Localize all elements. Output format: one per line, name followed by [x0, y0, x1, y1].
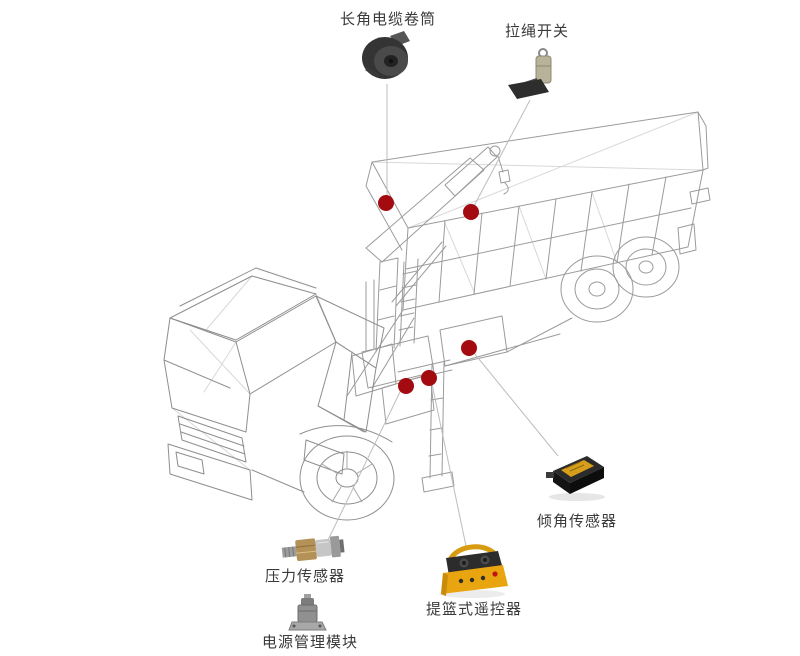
- marker-pressure-sensor: [398, 378, 414, 394]
- label-tilt-sensor: 倾角传感器: [536, 512, 618, 530]
- tilt-sensor-image: [546, 456, 605, 501]
- leader-pull-switch: [473, 99, 531, 207]
- remote-control-image: [439, 544, 508, 598]
- crane: [361, 145, 511, 389]
- marker-pull-switch: [463, 204, 479, 220]
- leader-tilt-sensor: [473, 352, 559, 457]
- cab: [163, 267, 393, 501]
- chassis: [346, 309, 573, 397]
- truck-wireframe-illustration: [163, 111, 711, 521]
- label-pull-switch: 拉绳开关: [504, 22, 570, 40]
- leader-remote-control: [431, 383, 467, 547]
- cargo-bed: [365, 111, 711, 311]
- pull-switch-image: [508, 48, 552, 99]
- mesh-lines: [171, 111, 704, 471]
- leader-pressure-sensor: [327, 389, 402, 541]
- cable-reel-image: [362, 31, 410, 79]
- label-cable-reel: 长角电缆卷筒: [339, 10, 437, 28]
- label-power-module: 电源管理模块: [261, 633, 359, 651]
- marker-remote-control: [421, 370, 437, 386]
- rear-cab-equipment: [351, 279, 435, 425]
- marker-cable-reel: [378, 195, 394, 211]
- front-wheel: [299, 435, 395, 521]
- position-markers: [378, 195, 479, 394]
- label-pressure-sensor: 压力传感器: [264, 567, 346, 585]
- rear-wheels: [560, 236, 680, 323]
- label-remote-control: 提篮式遥控器: [425, 600, 523, 618]
- power-module-image: [288, 594, 327, 631]
- leader-lines: [327, 84, 559, 547]
- pressure-sensor-image: [281, 535, 345, 561]
- marker-tilt-sensor: [461, 340, 477, 356]
